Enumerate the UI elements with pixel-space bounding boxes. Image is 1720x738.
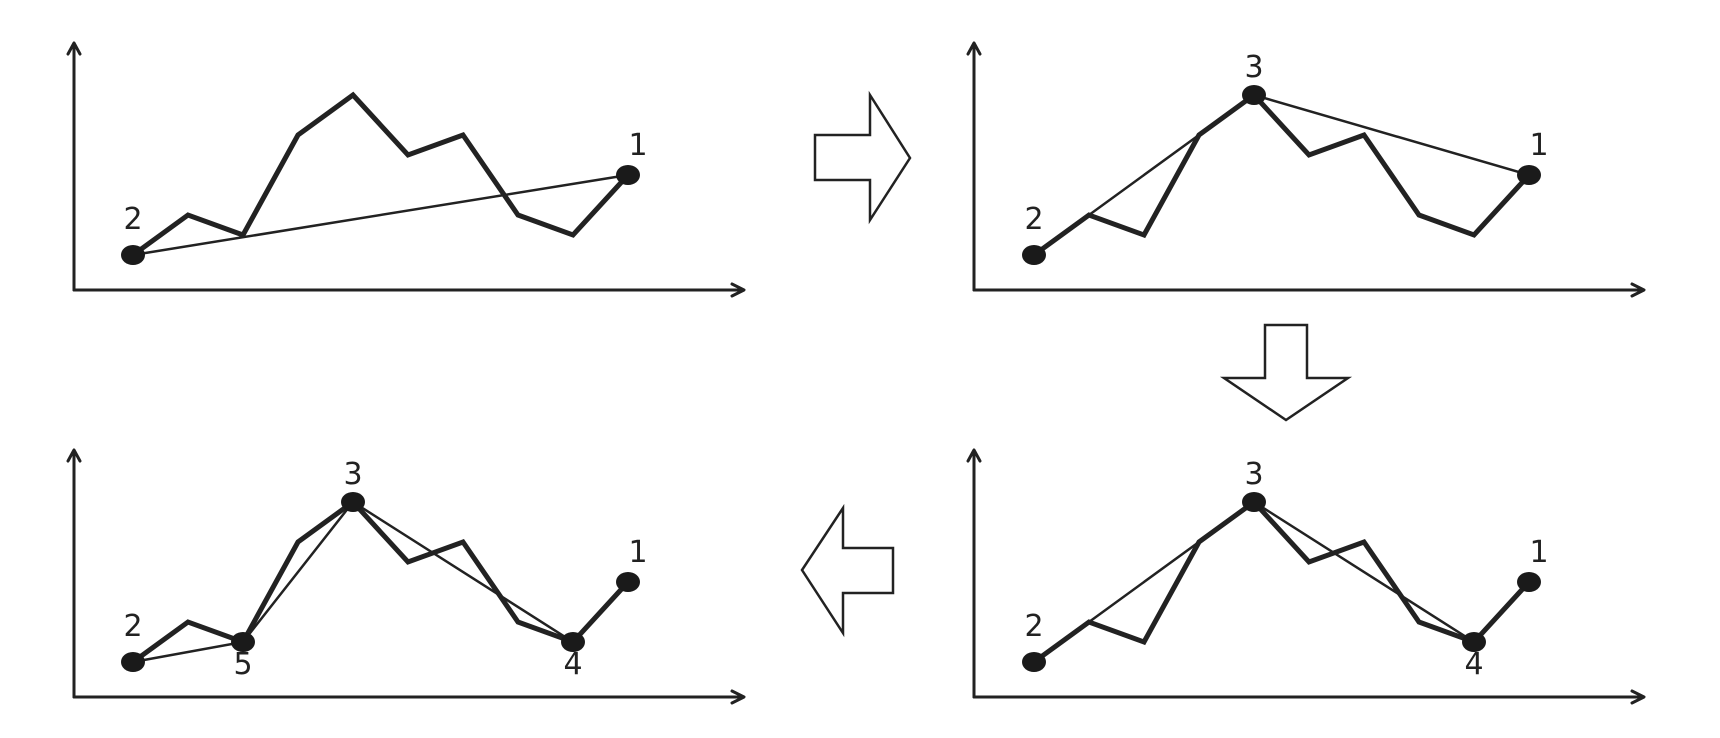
panel-step-4: 1 2 3 4 5 — [66, 448, 746, 705]
key-point-label-1: 1 — [628, 535, 647, 570]
key-point-2 — [121, 652, 145, 672]
key-point-1 — [1517, 165, 1541, 185]
flow-arrow-right — [813, 90, 912, 225]
panel-step-1: 12 — [66, 41, 746, 298]
flow-arrows — [800, 90, 1353, 638]
key-point-3 — [1242, 492, 1266, 512]
y-axis-arrowhead — [66, 41, 82, 56]
key-point-label-4: 4 — [563, 647, 582, 682]
key-point-label-1: 1 — [1529, 128, 1548, 163]
key-point-3 — [341, 492, 365, 512]
key-point-2 — [121, 245, 145, 265]
key-point-5 — [231, 632, 255, 652]
key-point-label-3: 3 — [1244, 50, 1263, 85]
key-point-3 — [1242, 85, 1266, 105]
key-point-1 — [616, 572, 640, 592]
key-point-1 — [1517, 572, 1541, 592]
panel-step-2: 1 2 3 — [966, 41, 1646, 298]
approximation-line — [1032, 93, 1531, 257]
key-point-label-1: 1 — [1529, 535, 1548, 570]
key-point-label-5: 5 — [233, 647, 252, 682]
key-point-label-3: 3 — [343, 457, 362, 492]
x-axis-arrowhead — [730, 282, 746, 298]
key-point-2 — [1022, 652, 1046, 672]
x-axis-arrowhead — [1630, 282, 1646, 298]
y-axis-arrowhead — [966, 41, 982, 56]
key-point-label-2: 2 — [1024, 202, 1043, 237]
key-point-label-2: 2 — [1024, 609, 1043, 644]
approximation-line — [1032, 500, 1531, 664]
flow-arrow-left — [800, 503, 895, 638]
original-curve — [130, 498, 631, 665]
x-axis-arrowhead — [1630, 689, 1646, 705]
flow-arrow-down — [1219, 323, 1353, 422]
approximation-line — [131, 173, 630, 257]
y-axis-arrowhead — [966, 448, 982, 463]
key-point-1 — [616, 165, 640, 185]
key-point-label-1: 1 — [628, 128, 647, 163]
original-curve — [1031, 498, 1532, 665]
key-point-4 — [1462, 632, 1486, 652]
key-point-label-4: 4 — [1464, 647, 1483, 682]
key-point-label-3: 3 — [1244, 457, 1263, 492]
key-point-label-2: 2 — [123, 202, 142, 237]
x-axis-arrowhead — [730, 689, 746, 705]
y-axis-arrowhead — [66, 448, 82, 463]
approximation-line — [131, 500, 630, 664]
key-point-4 — [561, 632, 585, 652]
key-point-label-2: 2 — [123, 609, 142, 644]
original-curve — [130, 91, 631, 258]
key-point-2 — [1022, 245, 1046, 265]
panel-step-3: 1 2 3 4 — [966, 448, 1646, 705]
original-curve — [1031, 91, 1532, 258]
